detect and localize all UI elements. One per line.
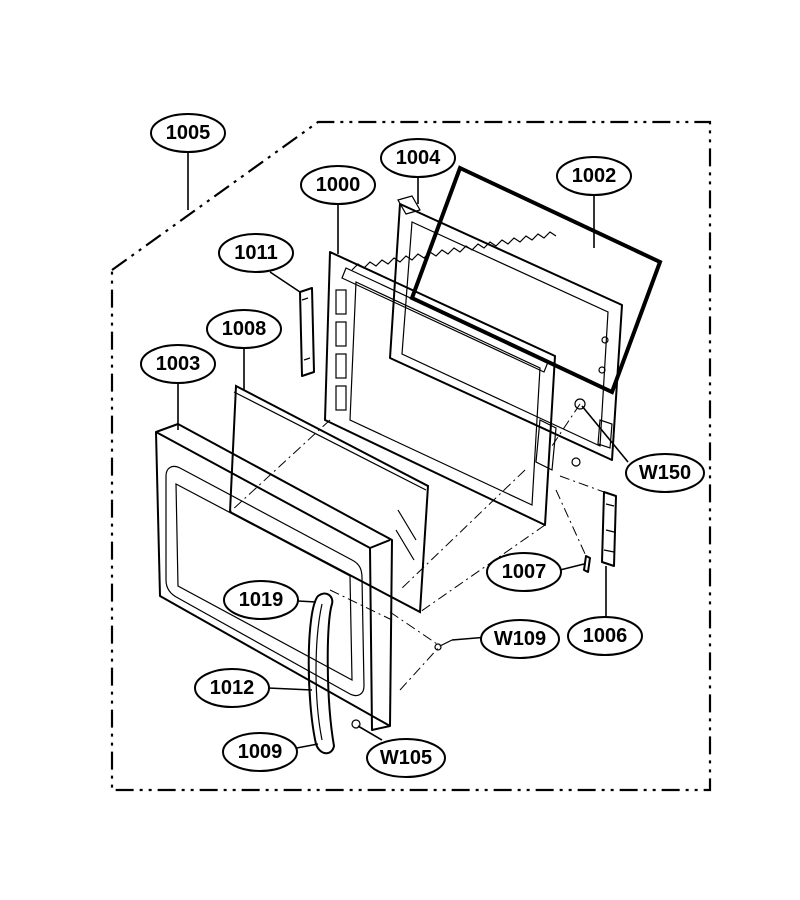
callout-1009: 1009 [222, 732, 298, 772]
callout-label-1019: 1019 [239, 589, 284, 611]
callout-label-1006: 1006 [583, 625, 628, 647]
callout-label-1007: 1007 [502, 561, 547, 583]
callout-label-W109: W109 [494, 628, 546, 650]
callout-label-1005: 1005 [166, 122, 211, 144]
callout-W150: W150 [625, 453, 705, 493]
callout-1006: 1006 [567, 616, 643, 656]
part-handle [307, 592, 335, 755]
callout-label-1002: 1002 [572, 165, 617, 187]
assembly-boundary [110, 120, 712, 792]
callout-1000: 1000 [300, 165, 376, 205]
callout-label-1004: 1004 [396, 147, 441, 169]
callout-1007: 1007 [486, 552, 562, 592]
callout-label-1008: 1008 [222, 318, 267, 340]
part-1008-glass [228, 384, 430, 614]
screw-w150 [571, 398, 586, 467]
leader-lines [177, 152, 629, 751]
part-1002-glass-panel [409, 165, 663, 395]
callout-1003: 1003 [140, 344, 216, 384]
part-1006-latch [601, 491, 617, 567]
callout-label-1003: 1003 [156, 353, 201, 375]
callout-label-W150: W150 [639, 462, 691, 484]
callout-1004: 1004 [380, 138, 456, 178]
screw-w109 [434, 639, 453, 651]
assembly-lines [229, 403, 605, 691]
callout-label-1012: 1012 [210, 677, 255, 699]
part-1011-bracket [299, 287, 315, 377]
part-1007-spring [583, 555, 591, 573]
callout-1011: 1011 [218, 233, 294, 273]
callout-1012: 1012 [194, 668, 270, 708]
callout-label-1009: 1009 [238, 741, 283, 763]
callout-label-1011: 1011 [234, 242, 277, 264]
callout-label-W105: W105 [380, 747, 432, 769]
callout-1019: 1019 [223, 580, 299, 620]
screw-w105 [351, 719, 361, 729]
callout-label-1000: 1000 [316, 174, 361, 196]
part-1004-inner-frame [389, 195, 623, 461]
callout-1002: 1002 [556, 156, 632, 196]
callout-W109: W109 [480, 619, 560, 659]
callout-1008: 1008 [206, 309, 282, 349]
callout-W105: W105 [366, 738, 446, 778]
callout-1005: 1005 [150, 113, 226, 153]
part-1003-door-front [155, 423, 393, 731]
part-1000-door-frame [324, 231, 557, 526]
